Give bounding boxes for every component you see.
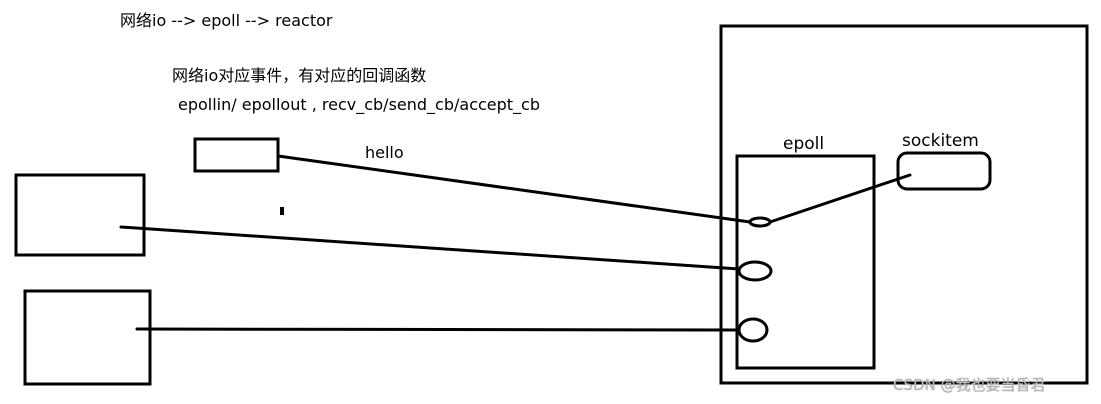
connection-line-bottom [135,327,741,332]
note-line-1: 网络io对应事件，有对应的回调函数 [172,66,427,85]
fd-ellipse-3 [737,317,769,343]
fd-ellipse-2 [737,260,773,282]
client-box-middle [14,173,146,257]
sockitem-box [896,151,992,191]
container-box [719,24,1089,385]
watermark-text: CSDN @我也要当昏君 [893,376,1046,394]
dot-mark [280,207,284,215]
client-box-bottom [23,289,152,386]
connection-line-middle [119,225,741,271]
connection-line-sockitem [768,173,912,224]
fd-ellipse-1 [748,216,772,228]
title-text: 网络io --> epoll --> reactor [120,11,333,30]
connection-line-hello [276,154,752,224]
sockitem-label: sockitem [902,131,979,151]
client-box-small [193,137,280,173]
note-line-2: epollin/ epollout , recv_cb/send_cb/acce… [178,95,541,114]
hello-label: hello [365,143,404,162]
epoll-label: epoll [783,134,825,154]
epoll-box [735,154,876,370]
